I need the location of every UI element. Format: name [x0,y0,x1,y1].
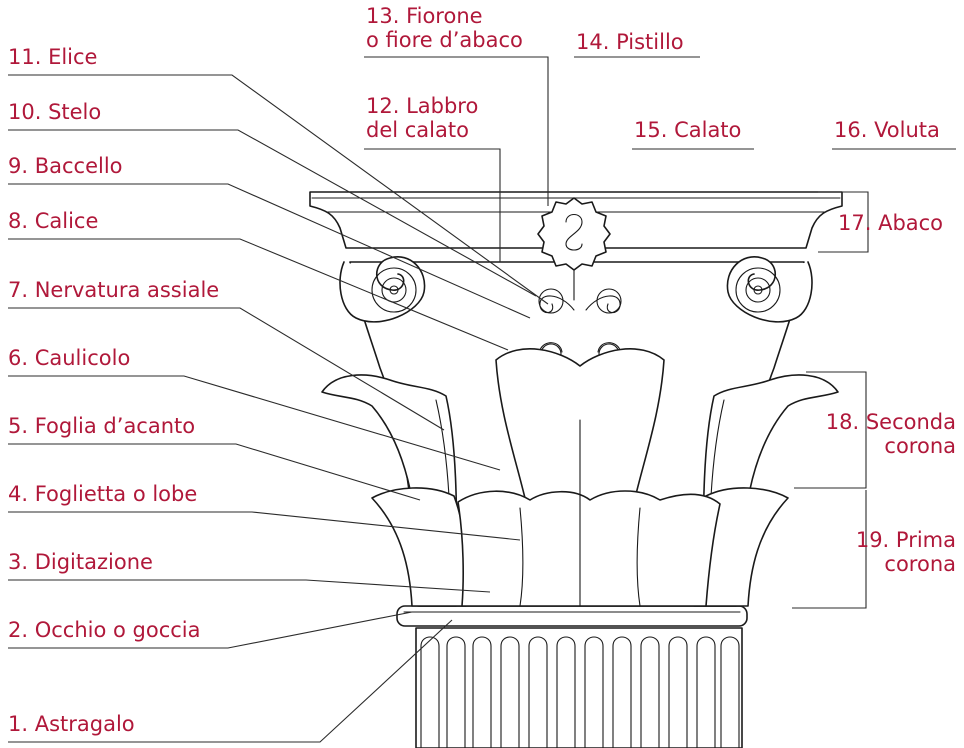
label-fiorone: 13. Fiorone o fiore d’abaco [366,4,523,52]
leader-elice [8,74,549,305]
label-foglia: 5. Foglia d’acanto [8,414,196,438]
shaft-flute [556,636,576,748]
label-occhio: 2. Occhio o goccia [8,618,201,642]
shaft-flute [500,636,520,748]
label-elice: 11. Elice [8,45,98,69]
leader-foglietta [8,511,521,541]
column-shaft [415,627,743,748]
label-seconda-corona: 18. Seconda corona [806,410,956,458]
label-calato: 15. Calato [634,118,742,142]
shaft-flute [472,636,492,748]
label-pistillo: 14. Pistillo [576,30,684,54]
shaft-flute [720,636,740,748]
label-seconda-line2: corona [884,434,956,458]
leader-foglia [8,443,421,501]
label-nervatura: 7. Nervatura assiale [8,278,220,302]
label-baccello: 9. Baccello [8,154,123,178]
label-stelo: 10. Stelo [8,100,102,124]
leader-stelo [8,129,537,297]
label-labbro: 12. Labbro del calato [366,94,478,142]
leader-nervatura [8,307,445,431]
leader-digitazione [8,579,491,593]
leader-baccello [8,183,531,319]
shaft-flute [420,636,440,748]
label-fiorone-line1: 13. Fiorone [366,4,483,28]
leader-caulicolo [8,375,501,471]
label-foglietta: 4. Foglietta o lobe [8,482,198,506]
shaft-flute [668,636,688,748]
leader-lines [8,56,956,743]
bracket-prima [792,490,867,609]
leader-labbro [364,148,501,262]
label-astragalo: 1. Astragalo [8,712,135,736]
astragal-ring [396,605,748,627]
leader-astragalo [8,619,453,743]
label-digitazione: 3. Digitazione [8,550,153,574]
leader-fiorone [364,56,549,206]
label-labbro-line1: 12. Labbro [366,94,479,118]
label-prima-corona: 19. Prima corona [806,528,956,576]
label-seconda-line1: 18. Seconda [825,410,956,434]
label-prima-line2: corona [884,552,956,576]
shaft-flute [640,636,660,748]
volute-right [726,256,813,323]
label-calice: 8. Calice [8,209,99,233]
abacus-flower [537,197,611,301]
bracket-seconda [794,371,867,489]
shaft-flute [696,636,716,748]
label-fiorone-line2: o fiore d’abaco [366,28,523,52]
label-prima-line1: 19. Prima [855,528,956,552]
shaft-flute [528,636,548,748]
leader-calice [8,238,509,351]
leader-occhio [8,611,413,649]
first-crown-leaves [371,419,789,607]
label-caulicolo: 6. Caulicolo [8,346,131,370]
shaft-flute [612,636,632,748]
label-voluta: 16. Voluta [834,118,940,142]
label-abaco: 17. Abaco [838,211,944,235]
shaft-flute [584,636,604,748]
label-labbro-line2: del calato [366,118,469,142]
bracket-abaco [818,191,869,253]
shaft-flute [446,636,466,748]
